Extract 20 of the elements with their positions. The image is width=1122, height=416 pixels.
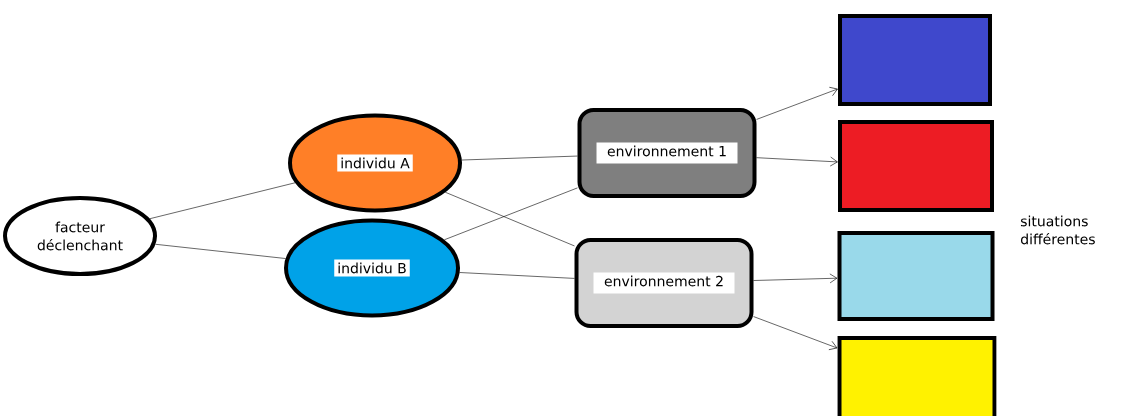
ellipse-node: facteur déclenchant bbox=[3, 196, 157, 276]
situation-box bbox=[837, 336, 997, 416]
situation-box bbox=[838, 14, 992, 106]
ellipse-node: individu A bbox=[288, 113, 462, 213]
connector-line bbox=[444, 191, 575, 247]
connector-line bbox=[461, 155, 578, 161]
arrow bbox=[753, 316, 838, 350]
environment-box: environnement 2 bbox=[574, 238, 754, 328]
connector-line bbox=[149, 182, 296, 220]
connector-line bbox=[459, 272, 575, 279]
arrow bbox=[756, 87, 838, 120]
arrow bbox=[753, 273, 838, 284]
situation-box bbox=[838, 120, 994, 212]
side-label: situations différentes bbox=[1020, 215, 1095, 245]
connector-line bbox=[444, 187, 578, 241]
arrow bbox=[756, 156, 838, 167]
situation-box bbox=[837, 231, 995, 321]
ellipse-node: individu B bbox=[284, 218, 460, 318]
connector-line bbox=[155, 243, 286, 259]
environment-box: environnement 1 bbox=[577, 108, 757, 198]
